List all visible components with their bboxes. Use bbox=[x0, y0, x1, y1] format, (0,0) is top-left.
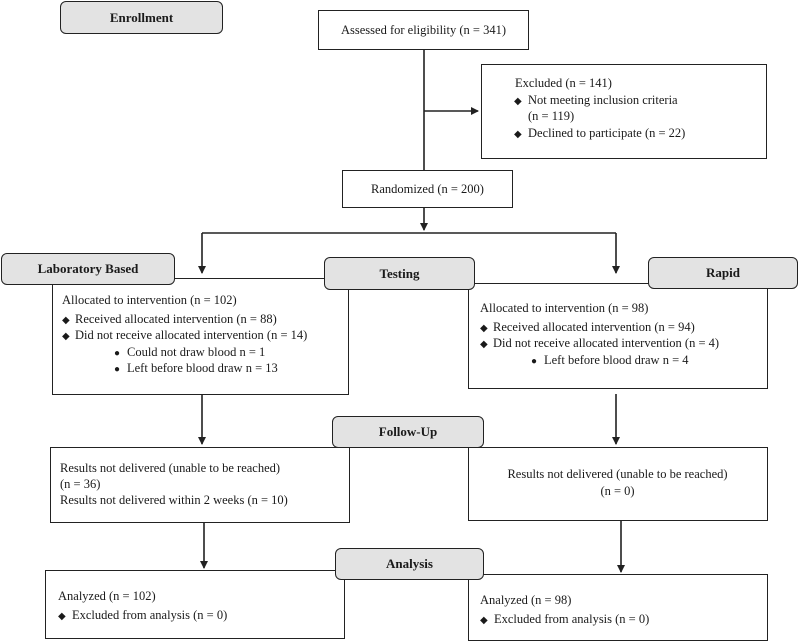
rapid-received-text: Received allocated intervention (n = 94) bbox=[493, 320, 695, 334]
excluded-item-declined: Declined to participate (n = 22) bbox=[528, 126, 686, 140]
lab-analysis-box: Analyzed (n = 102) ◆ Excluded from analy… bbox=[45, 570, 345, 639]
diamond-bullet-icon: ◆ bbox=[514, 96, 522, 107]
lab-sub-could-not-draw: Could not draw blood n = 1 bbox=[127, 345, 266, 359]
rapid-followup-line1: Results not delivered (unable to be reac… bbox=[507, 467, 728, 481]
lab-analyzed-text: Analyzed (n = 102) bbox=[58, 589, 156, 603]
lab-received-text: Received allocated intervention (n = 88) bbox=[75, 312, 277, 326]
assessed-text: Assessed for eligibility (n = 341) bbox=[340, 23, 506, 37]
lab-followup-line2: (n = 36) bbox=[60, 477, 101, 491]
lab-followup-line3: Results not delivered within 2 weeks (n … bbox=[60, 493, 288, 507]
stage-followup-label: Follow-Up bbox=[378, 424, 438, 439]
round-bullet-icon: ● bbox=[531, 356, 538, 367]
diamond-bullet-icon: ◆ bbox=[514, 129, 522, 140]
randomized-text: Randomized (n = 200) bbox=[371, 182, 484, 196]
randomized-box: Randomized (n = 200) bbox=[342, 170, 513, 208]
stage-testing-label: Testing bbox=[379, 265, 420, 281]
lab-allocated-title: Allocated to intervention (n = 102) bbox=[62, 293, 237, 307]
stage-rapid: Rapid bbox=[648, 257, 798, 289]
stage-laboratory-label: Laboratory Based bbox=[37, 261, 139, 276]
diamond-bullet-icon: ◆ bbox=[62, 331, 70, 342]
excluded-box: Excluded (n = 141) ◆ Not meeting inclusi… bbox=[481, 64, 767, 159]
lab-followup-box: Results not delivered (unable to be reac… bbox=[50, 447, 350, 523]
rapid-analysis-box: Analyzed (n = 98) ◆ Excluded from analys… bbox=[468, 574, 768, 641]
excluded-title: Excluded (n = 141) bbox=[515, 76, 612, 90]
lab-not-received-text: Did not receive allocated intervention (… bbox=[75, 328, 308, 342]
lab-followup-line1: Results not delivered (unable to be reac… bbox=[60, 461, 281, 475]
rapid-allocation-box: Allocated to intervention (n = 98) ◆ Rec… bbox=[468, 283, 768, 389]
stage-enrollment: Enrollment bbox=[60, 1, 223, 34]
lab-allocation-box: Allocated to intervention (n = 102) ◆ Re… bbox=[52, 278, 349, 395]
excluded-item-criteria: Not meeting inclusion criteria bbox=[528, 93, 678, 107]
rapid-allocated-title: Allocated to intervention (n = 98) bbox=[480, 301, 649, 315]
rapid-analyzed-text: Analyzed (n = 98) bbox=[480, 593, 572, 607]
stage-follow-up: Follow-Up bbox=[332, 416, 484, 448]
assessed-box: Assessed for eligibility (n = 341) bbox=[318, 10, 529, 50]
diamond-bullet-icon: ◆ bbox=[480, 615, 488, 626]
excluded-item-criteria-count: (n = 119) bbox=[528, 109, 575, 123]
rapid-excluded-analysis-text: Excluded from analysis (n = 0) bbox=[494, 612, 650, 626]
stage-rapid-label: Rapid bbox=[706, 265, 740, 280]
stage-analysis: Analysis bbox=[335, 548, 484, 580]
stage-analysis-label: Analysis bbox=[386, 556, 433, 571]
round-bullet-icon: ● bbox=[114, 364, 121, 375]
diamond-bullet-icon: ◆ bbox=[58, 611, 66, 622]
rapid-followup-box: Results not delivered (unable to be reac… bbox=[468, 447, 768, 521]
rapid-followup-line2: (n = 0) bbox=[600, 484, 635, 498]
stage-testing: Testing bbox=[324, 257, 475, 290]
stage-enrollment-label: Enrollment bbox=[109, 9, 174, 25]
diamond-bullet-icon: ◆ bbox=[62, 315, 70, 326]
diamond-bullet-icon: ◆ bbox=[480, 323, 488, 334]
rapid-sub-left-before: Left before blood draw n = 4 bbox=[544, 353, 689, 367]
rapid-not-received-text: Did not receive allocated intervention (… bbox=[493, 336, 720, 350]
round-bullet-icon: ● bbox=[114, 348, 121, 359]
lab-excluded-analysis-text: Excluded from analysis (n = 0) bbox=[72, 608, 228, 622]
stage-laboratory-based: Laboratory Based bbox=[1, 253, 175, 285]
diamond-bullet-icon: ◆ bbox=[480, 339, 488, 350]
lab-sub-left-before: Left before blood draw n = 13 bbox=[127, 361, 278, 375]
